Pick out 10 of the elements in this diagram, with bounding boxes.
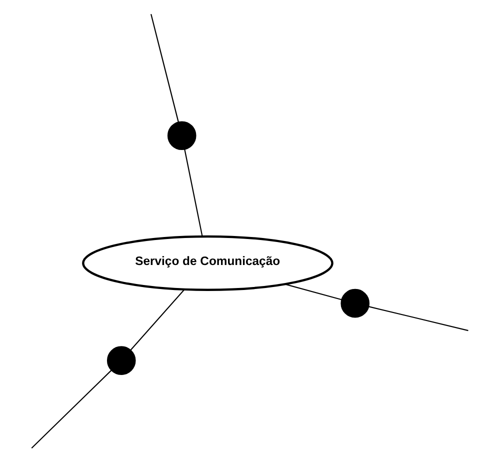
- connector: [130, 289, 184, 350]
- connector: [30, 370, 112, 448]
- node-circle: [340, 288, 370, 318]
- connector: [368, 306, 468, 332]
- connector: [150, 14, 178, 122]
- node-circle: [106, 346, 136, 375]
- connector: [184, 149, 202, 236]
- connector: [284, 284, 342, 300]
- node-ellipse: Serviço de Comunicação: [82, 235, 333, 291]
- node-circle: [166, 121, 196, 150]
